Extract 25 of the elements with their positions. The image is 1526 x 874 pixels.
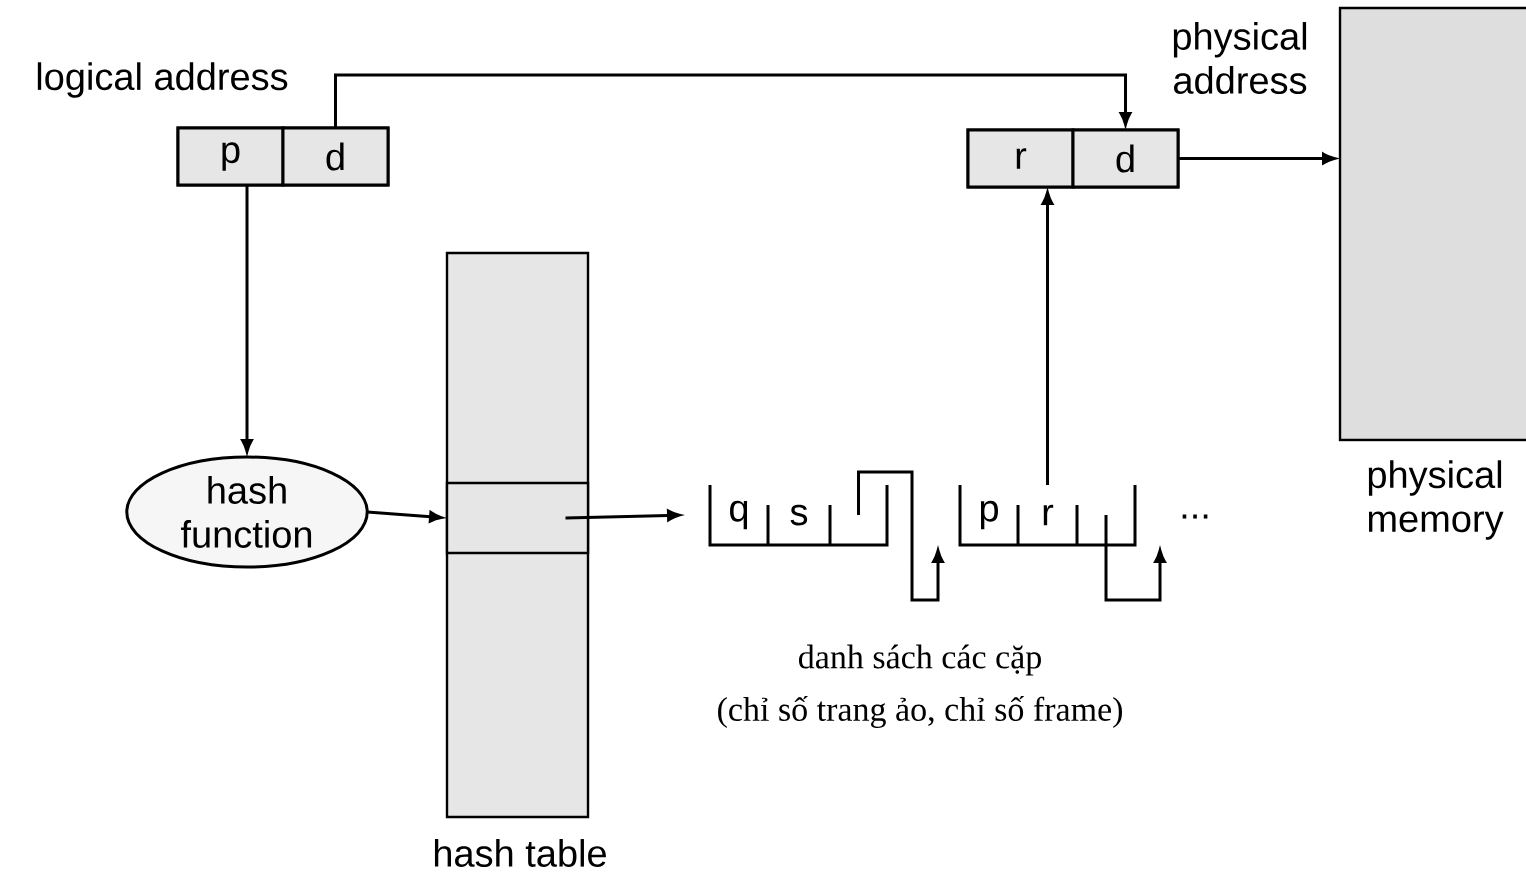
address-field: p [176,126,285,187]
heading-label: physical memory [1368,460,1504,540]
list-field: q [730,500,748,530]
arrow [1104,515,1166,602]
list-element [958,485,1137,547]
ellipsis: ... [1182,514,1208,519]
address-field: d [1071,128,1180,189]
arrow [367,510,443,523]
heading-label: hash table [434,839,606,867]
list-field [1075,505,1079,545]
list-field: r [1016,504,1054,545]
caption-text: danh sách các cặp [799,644,1041,676]
address-field: r [966,128,1075,189]
heading-label: logical address [37,62,288,98]
list-field: p [980,500,998,530]
table-entry [445,481,590,555]
list-field: s [766,504,808,545]
heading-label: physical address [1173,22,1307,94]
caption-text: (chỉ số trang ảo, chỉ số frame) [718,696,1122,728]
arrow [334,73,1132,128]
list-field [828,505,832,545]
list-element [708,485,889,547]
arrow [857,470,944,602]
arrow [241,185,253,453]
address-field: d [281,126,390,187]
